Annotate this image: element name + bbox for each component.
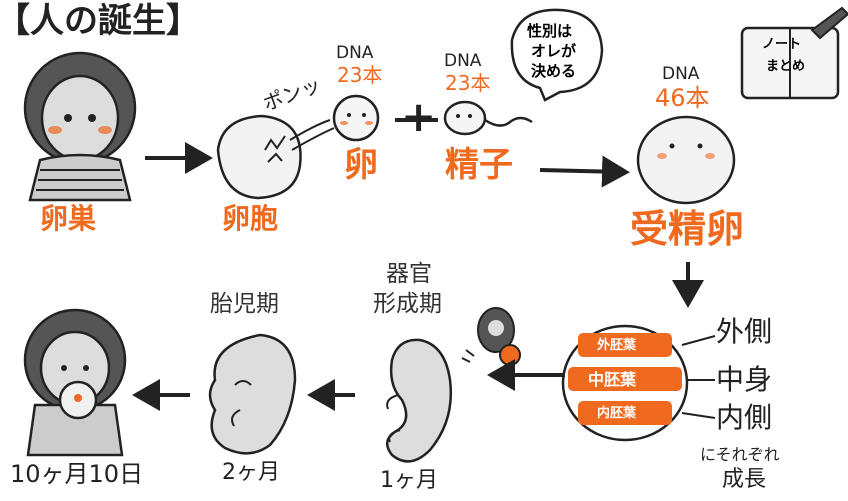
sperm-dna-count: 23本 [445,71,491,95]
fetus-illustration [208,333,297,455]
label-sperm: 精子 [445,145,513,185]
label-egg: 卵 [344,145,378,185]
flow-arrows [132,118,704,411]
label-fetal-period: 胎児期 [210,291,279,317]
timeline-month2: 2ヶ月 [222,460,280,485]
germ-layer-position: 外側 [716,315,773,348]
early-embryo-small [461,307,521,366]
egg-dna-count: 23本 [337,63,383,87]
zygote-dna-count: 46本 [655,84,710,112]
bubble-line3: 決める [531,62,577,80]
germ-layer-position: 内側 [716,401,773,434]
speech-bubble [510,8,604,102]
bubble-line2: オレが [531,42,577,60]
label-ovary: 卵巣 [40,202,97,235]
egg-dna-label: DNA [336,43,374,63]
label-organogenesis-2: 形成期 [373,291,442,317]
page-title: 【人の誕生】 [0,1,200,41]
timeline-birth: 10ヶ月10日 [10,460,144,488]
label-zygote: 受精卵 [630,207,745,251]
ovary-woman-illustration [23,51,137,202]
germ-layer-name: 外胚葉 [597,338,637,353]
growth-note-line2: 成長 [722,467,767,492]
notebook-icon [740,6,848,100]
note-badge-line2: まとめ [766,59,806,74]
note-badge-line1: ノート [762,37,802,52]
egg-cell-illustration [332,94,380,142]
timeline-month1: 1ヶ月 [380,468,438,493]
germ-layer-embryo [561,324,716,442]
label-follicle: 卵胞 [222,202,279,235]
growth-note-line1: にそれぞれ [700,445,780,464]
germ-layer-name: 内胚葉 [597,406,637,421]
follicle-illustration [216,114,335,200]
organogenesis-embryo [385,338,452,463]
germ-layer-name: 中胚葉 [588,370,637,389]
zygote-dna-label: DNA [662,64,700,84]
plus-sign: + [401,92,437,141]
sperm-dna-label: DNA [444,51,482,71]
sperm-illustration [443,100,533,136]
bubble-line1: 性別は [527,22,573,40]
label-organogenesis-1: 器官 [386,261,432,287]
mother-baby-illustration [23,308,127,457]
zygote-illustration [636,115,736,205]
germ-layer-position: 中身 [716,363,773,396]
